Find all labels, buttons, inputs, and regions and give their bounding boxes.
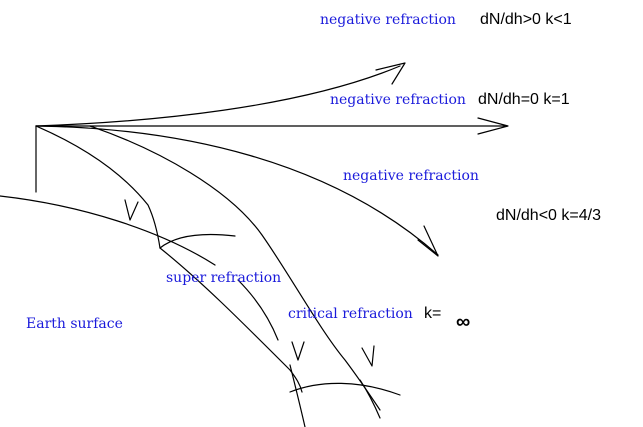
cond-horizontal: dN/dh=0 k=1 [478, 91, 570, 108]
label-super: super refraction [166, 270, 281, 286]
ray-k1-arrowhead [477, 117, 509, 135]
ray-k-lt-1 [35, 65, 401, 127]
ray-k-4-3-arrowhead [417, 225, 439, 257]
label-middle-ray: negative refraction [343, 168, 479, 184]
ray-super-arrow-1 [124, 199, 139, 221]
ray-critical-branch [359, 379, 381, 419]
ray-critical-arrow-1 [361, 345, 375, 367]
label-earth: Earth surface [26, 316, 123, 332]
ray-super [35, 125, 161, 249]
cond-upper: dN/dh>0 k<1 [480, 11, 572, 28]
ray-critical-rebound [289, 382, 401, 396]
cond-critical: k= [424, 305, 441, 322]
ray-super-arrow-2 [291, 341, 305, 361]
label-horizontal-ray: negative refraction [330, 92, 466, 108]
earth-surface-curve [0, 195, 306, 427]
cond-middle: dN/dh<0 k=4/3 [496, 207, 601, 224]
infinity-symbol: ∞ [456, 311, 470, 333]
ray-super-rebound [159, 233, 236, 249]
label-critical: critical refraction [288, 306, 413, 322]
ray-k-lt-1-arrowhead [375, 62, 406, 85]
ray-k-4-3 [35, 125, 439, 256]
ray-super-second [159, 247, 303, 393]
label-upper-ray: negative refraction [320, 12, 456, 28]
ray-critical [89, 125, 381, 411]
